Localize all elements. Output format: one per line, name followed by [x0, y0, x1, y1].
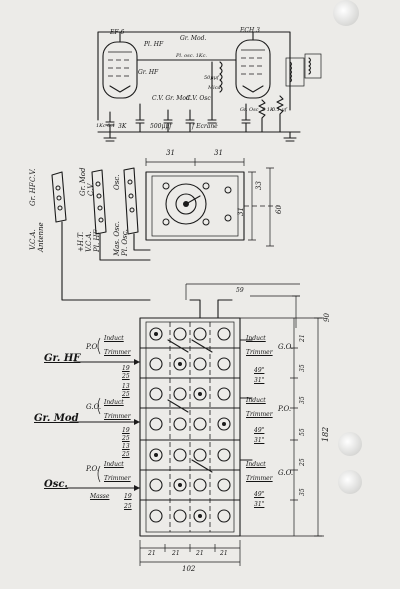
- left-line-1b: Trimmer: [104, 349, 131, 356]
- left-line-8a: Masse: [90, 493, 110, 500]
- right-line-6b: 31": [254, 501, 265, 508]
- cv-osc-label: C.V. Osc: [186, 95, 211, 102]
- tube-right-label: ECH 3: [240, 27, 260, 34]
- left-line-4b: Trimmer: [104, 413, 131, 420]
- right-line-3a: Induct: [246, 397, 266, 404]
- dim-vertical-2: 35: [299, 364, 306, 372]
- label-fixe: f Ecrané: [192, 123, 218, 130]
- left-line-6a: 13: [122, 443, 130, 450]
- value-3k-label: 3K: [118, 123, 127, 130]
- tube-left-label: EF 6: [110, 29, 125, 36]
- left-line-6b: 25: [122, 451, 130, 458]
- switch-mid-label-3: Pl. HF: [93, 229, 101, 252]
- right-line-4b: 31": [254, 437, 265, 444]
- left-prefix-1: P.O.: [86, 343, 100, 351]
- right-line-6a: 49": [254, 491, 265, 498]
- right-line-2b: 31": [254, 377, 265, 384]
- dim-vertical-4: 55: [299, 428, 306, 436]
- value-r2-label: 0.1 μf: [272, 107, 287, 113]
- value-r1-label: 5 1K: [262, 107, 274, 113]
- right-line-1a: Induct: [246, 335, 266, 342]
- left-line-7a: Induct: [104, 461, 124, 468]
- left-line-3b: 25: [122, 391, 130, 398]
- switch-right-label-3: Osc.: [113, 174, 121, 190]
- switch-mid-label-4: Gr. Mod: [79, 167, 87, 196]
- right-suffix-1: G.O.: [278, 343, 294, 351]
- grid-mod-label: Gr. Mod.: [180, 35, 207, 42]
- right-suffix-3: P.O.: [278, 405, 292, 413]
- dim-vertical-5: 25: [299, 458, 306, 466]
- switch-left-label-2: Antenne: [37, 222, 45, 252]
- dim-bottom-2: 21: [172, 550, 180, 557]
- left-line-9a: 25: [124, 503, 132, 510]
- left-line-7b: Trimmer: [104, 475, 131, 482]
- input-mod-label: Gr. Mod: [34, 413, 79, 424]
- dim-top-left: 31: [166, 149, 175, 157]
- dim-side-1: 33: [255, 181, 263, 190]
- switch-left-label-3: Gr. HF: [29, 182, 37, 206]
- input-hf-label: Gr. HF: [44, 353, 81, 364]
- switch-right-label-2: Pl. Osc.: [121, 229, 129, 256]
- left-line-4a: Induct: [104, 399, 124, 406]
- left-line-3a: 13: [122, 383, 130, 390]
- right-suffix-5: G.O.: [278, 469, 294, 477]
- tube-schematic: [97, 31, 322, 142]
- plate-hf-label: Pl. HF: [144, 41, 164, 48]
- right-line-4a: 49": [254, 427, 265, 434]
- switch-mid-label-1: +H.T.: [77, 231, 85, 252]
- switch-right-label-1: Mas. Osc.: [113, 221, 121, 256]
- left-line-5b: 25: [122, 435, 130, 442]
- left-line-1a: Induct: [104, 335, 124, 342]
- right-line-1b: Trimmer: [246, 349, 273, 356]
- left-line-2b: 25: [122, 373, 130, 380]
- dim-top-small: 59: [236, 287, 244, 294]
- dim-top-right: 31: [214, 149, 223, 157]
- coil-assembly: [65, 283, 324, 566]
- dim-vertical-1: 21: [299, 334, 306, 342]
- dim-top-vertical: 90: [323, 313, 331, 322]
- switch-diagram: [51, 158, 280, 301]
- dim-bottom-total: 102: [182, 565, 196, 573]
- cap-mica-label: Mica: [208, 85, 221, 91]
- left-prefix-4: G.O.: [86, 403, 102, 411]
- plate-osc-label: Pl. osc. 1Kc.: [176, 53, 208, 59]
- coil-sockets: [149, 327, 231, 523]
- punch-hole-mid: [338, 432, 362, 456]
- dim-bottom-3: 21: [196, 550, 204, 557]
- left-line-8b: 19: [124, 493, 132, 500]
- left-prefix-7: P.O.: [86, 465, 100, 473]
- dim-side-3: 31: [237, 207, 245, 216]
- value-500-label: 500μμf: [150, 123, 172, 130]
- right-line-3b: Trimmer: [246, 411, 273, 418]
- dim-total: 182: [321, 426, 330, 442]
- dim-bottom-1: 21: [148, 550, 156, 557]
- dim-vertical-3: 35: [299, 396, 306, 404]
- dim-bottom-4: 21: [220, 550, 228, 557]
- right-line-5b: Trimmer: [246, 475, 273, 482]
- grid-osc-label: Gr. Osc: [240, 107, 259, 113]
- left-line-2a: 19: [122, 365, 130, 372]
- value-1-label: 1Kc 0.1: [96, 123, 116, 129]
- grid-hf-label: Gr. HF: [138, 69, 159, 76]
- switch-left-label-4: C.V.: [29, 168, 37, 182]
- left-line-5a: 19: [122, 427, 130, 434]
- right-line-5a: Induct: [246, 461, 266, 468]
- switch-mid-label-5: C.V.: [87, 182, 95, 196]
- switch-mid-label-2: V.C.A.: [85, 231, 93, 252]
- right-line-2a: 49": [254, 367, 265, 374]
- punch-hole-bottom: [338, 470, 362, 494]
- switch-left-label-1: V.C.A.: [29, 229, 37, 250]
- input-osc-label: Osc.: [44, 479, 68, 490]
- punch-hole-top: [333, 0, 359, 26]
- dim-vertical-6: 35: [299, 488, 306, 496]
- dim-side-2: 60: [275, 205, 283, 214]
- cv-mod-label: C.V. Gr. Mod.: [152, 95, 192, 102]
- cap-50-label: 50μμf: [204, 75, 219, 81]
